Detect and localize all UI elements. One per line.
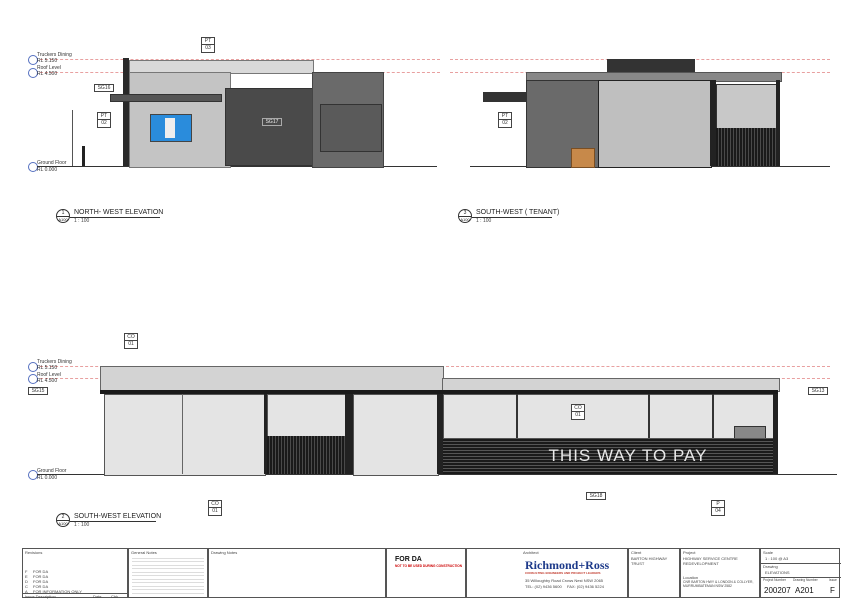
tag-sg18: SG18 (586, 492, 606, 500)
slatted-screen (267, 436, 345, 474)
column (437, 394, 443, 474)
cladding-panel (225, 88, 319, 166)
level-rl: RL 5.150 (37, 58, 58, 64)
tag-sg17: SG17 (262, 118, 282, 126)
general-notes-panel: General Notes (128, 548, 208, 598)
client-panel: Client BARTON HIGHWAY TRUST (628, 548, 680, 598)
project-number: 200207 (764, 586, 791, 595)
roof-beam (100, 390, 778, 394)
level-label: Truckers Dining (37, 52, 72, 58)
level-rl: RL 4.500 (37, 378, 58, 384)
cladding-panel (320, 104, 382, 152)
roller-door (598, 80, 712, 168)
firm-tel: TEL: (02) 9436 5600 (525, 584, 562, 589)
signage-text: THIS WAY TO PAY (548, 446, 708, 465)
slatted-screen (716, 128, 776, 166)
wall-edge (123, 58, 129, 166)
firm-fax: FAX: (02) 9436 5224 (567, 584, 604, 589)
level-marker (28, 374, 38, 384)
status-for-da: FOR DA (395, 556, 422, 563)
project-name: HIGHWAY SERVICE CENTRE REDEVELOPMENT (683, 556, 738, 566)
issue-letter: F (830, 586, 835, 595)
status-warning: NOT TO BE USED DURING CONSTRUCTION (395, 564, 463, 568)
level-rl: RL 5.150 (37, 365, 58, 371)
level-label: Ground Floor (37, 468, 67, 474)
view-title: NORTH- WEST ELEVATION (74, 209, 164, 216)
door (571, 148, 595, 168)
roof-plant (607, 59, 695, 72)
drawing-title: ELEVATIONS (765, 570, 790, 575)
tag-sg15: SG15 (28, 387, 48, 395)
post (72, 110, 73, 166)
level-rl: RL 0.000 (37, 475, 58, 481)
level-marker (28, 68, 38, 78)
view-scale: 1 : 100 (74, 218, 90, 224)
level-label: Roof Level (37, 372, 61, 378)
view-scale: 1 : 100 (74, 522, 90, 528)
roof-parapet (100, 366, 444, 392)
view-scale: 1 : 100 (476, 218, 492, 224)
firm-address: 35 Willoughby Road Crows Nest NSW 2065 (525, 578, 604, 583)
column (710, 80, 716, 166)
tag-sg13: SG13 (808, 387, 828, 395)
level-marker (28, 55, 38, 65)
client-name: BARTON HIGHWAY TRUST (631, 556, 668, 566)
drawing-notes-panel: Drawing Notes (208, 548, 386, 598)
project-panel: Project HIGHWAY SERVICE CENTRE REDEVELOP… (680, 548, 760, 598)
project-location: CNR BARTON HWY & LONDON & COLLYER, MURRU… (683, 580, 754, 588)
level-rl: RL 4.500 (37, 71, 58, 77)
column (345, 394, 353, 474)
column (776, 80, 780, 166)
level-marker (28, 362, 38, 372)
awning (110, 94, 222, 102)
notes-text-lines (132, 558, 204, 594)
level-line-truckers-dining (40, 59, 440, 60)
wall-panel (104, 394, 266, 476)
wall-panel (716, 84, 778, 130)
view-title: SOUTH-WEST ( TENANT) (476, 209, 560, 216)
wall-panel (443, 394, 775, 440)
drawing-scale: 1 : 100 @ A3 (765, 556, 789, 561)
window (150, 114, 192, 142)
firm-logo: Richmond+Ross (525, 558, 610, 572)
level-label: Roof Level (37, 65, 61, 71)
architect-panel: Architect Richmond+Ross CONSULTING ENGIN… (466, 548, 628, 598)
column (264, 394, 267, 474)
view-title: SOUTH-WEST ELEVATION (74, 513, 162, 520)
bollard (82, 146, 85, 166)
wall-panel (267, 394, 347, 438)
level-label: Truckers Dining (37, 359, 72, 365)
tag-sg16: SG16 (94, 84, 114, 92)
wall-panel (353, 394, 439, 476)
signage-band (443, 438, 773, 474)
column (773, 394, 778, 474)
drawing-number: A201 (795, 586, 814, 595)
ground-line (37, 166, 437, 167)
status-panel: FOR DA NOT TO BE USED DURING CONSTRUCTIO… (386, 548, 466, 598)
firm-tagline: CONSULTING ENGINEERS AND PROJECT LEADERS (525, 571, 601, 575)
awning (483, 92, 528, 102)
drawing-info-panel: Scale 1 : 100 @ A3 Drawing ELEVATIONS Pr… (760, 548, 841, 598)
level-rl: RL 0.000 (37, 167, 58, 173)
level-label: Ground Floor (37, 160, 67, 166)
level-marker (28, 470, 38, 480)
level-marker (28, 162, 38, 172)
